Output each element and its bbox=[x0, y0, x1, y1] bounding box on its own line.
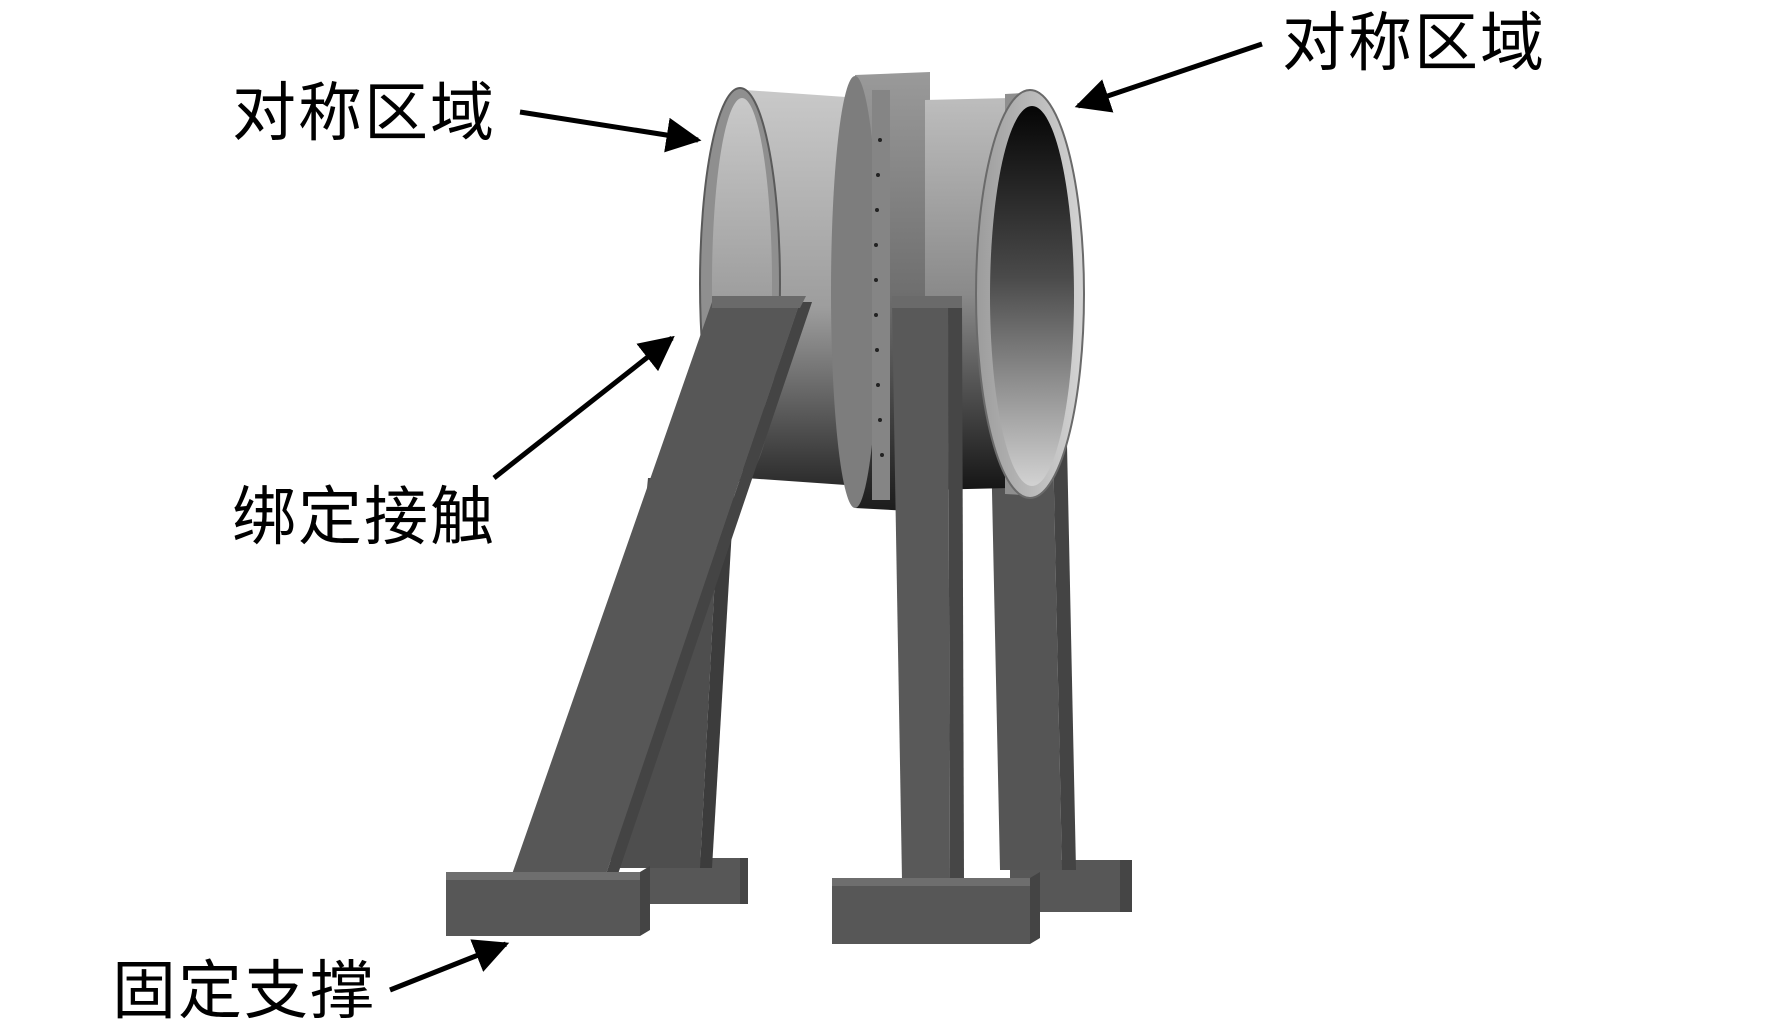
foot-back-right bbox=[1010, 860, 1132, 912]
label-symmetry-region-right: 对称区域 bbox=[1282, 7, 1546, 81]
label-bonded-contact: 绑定接触 bbox=[232, 481, 496, 555]
label-fixed-support: 固定支撑 bbox=[112, 955, 376, 1029]
label-symmetry-region-left: 对称区域 bbox=[232, 77, 496, 151]
leg-front-left bbox=[510, 296, 812, 880]
foot-front-left bbox=[446, 866, 650, 936]
foot-front-right bbox=[832, 872, 1040, 944]
foot-back-left bbox=[650, 858, 748, 904]
rivet-row bbox=[874, 138, 884, 457]
arrow-icon bbox=[389, 41, 1263, 993]
leg-front-right bbox=[892, 296, 964, 880]
